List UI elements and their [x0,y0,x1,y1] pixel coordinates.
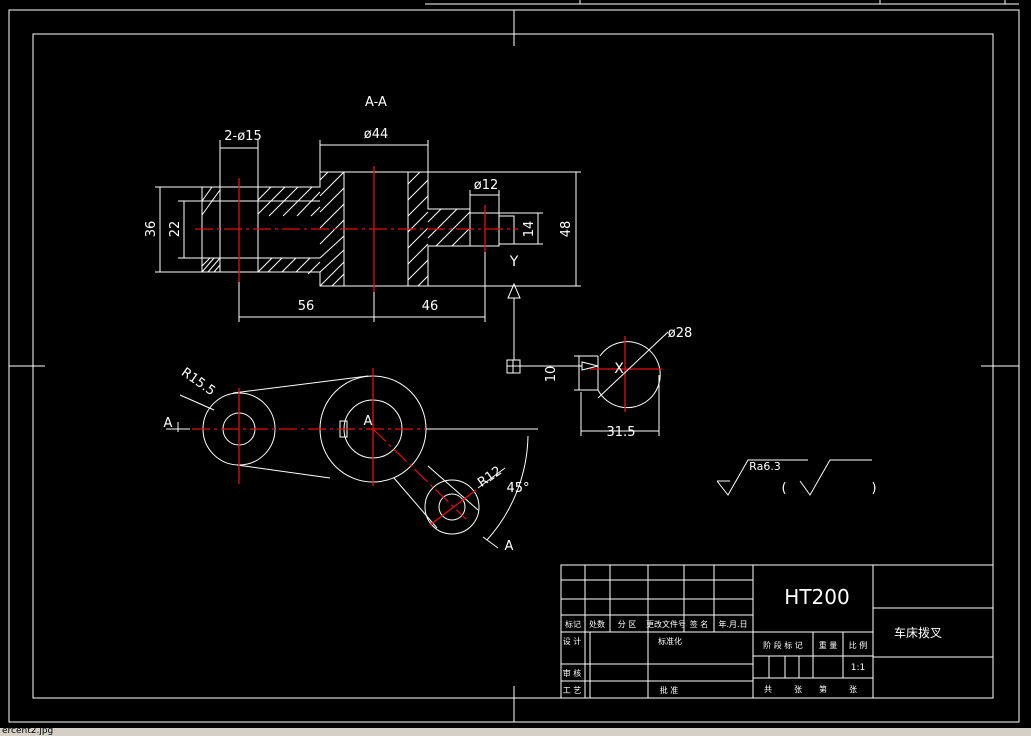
tb-scale-label: 比 例 [849,640,868,650]
tb-sheet-index: 第 [819,684,827,694]
tb-weight-label: 重 量 [819,640,838,650]
dim-detail-offset: 10 [544,366,559,383]
dim-length-right: 46 [422,299,439,314]
material-label: HT200 [784,585,849,609]
tb-row-label-3: 分 区 [618,620,637,629]
tb-sheet-unit-2: 张 [849,685,857,694]
section-title: A-A [365,95,387,110]
tb-row-label-1: 标记 [565,619,581,629]
dim-total-height: 48 [559,221,574,238]
tb-row-label-6: 年.月.日 [718,619,747,629]
angle-label: 45° [506,481,529,496]
section-marker-center: A [364,414,373,429]
section-marker-left: A [164,416,173,431]
front-view: R15.5 R12 45° A A A [164,365,538,554]
sheet-border [8,0,1020,723]
dim-small-hole-dia: ø12 [474,178,499,193]
status-text: ercent2.jpg [2,728,54,736]
status-bar: ercent2.jpg [0,728,1031,736]
tb-sheet-total: 共 [764,685,772,694]
dim-inner-height: 22 [168,221,183,238]
view-direction-arrow [506,282,582,374]
roughness-paren-open: ( [781,481,786,496]
title-block: HT200 车床拨叉 标记 处数 分 区 更改文件号 签 名 年.月.日 设 计… [560,564,994,699]
roughness-symbols: Ra6.3 ( ) [716,459,877,496]
tb-row-label-2: 处数 [589,619,605,629]
dim-detail-dia: ø28 [668,326,693,341]
dim-hub-dia: ø44 [364,127,389,142]
tb-row-label-4: 更改文件号 [646,619,686,629]
tb-review: 审 核 [563,668,582,678]
tb-scale-value: 1:1 [851,663,865,673]
section-view-aa: A-A [144,95,581,322]
roughness-value: Ra6.3 [749,460,781,473]
dim-holes-dia: 2-ø15 [224,129,261,144]
view-label-y: Y [509,254,519,270]
tb-designer: 设 计 [563,636,582,646]
tb-process: 工 艺 [563,686,582,695]
detail-view: X ø28 10 31.5 [544,326,692,440]
dim-detail-width: 31.5 [607,425,636,440]
dim-length-left: 56 [298,299,315,314]
front-outline [166,375,538,549]
front-centerlines [192,368,477,526]
dimension-lines [155,140,581,322]
tb-stage-label: 阶 段 标 记 [763,640,803,650]
dim-right-height: 14 [522,221,537,238]
section-marker-bottom: A [505,539,514,554]
dim-outer-height: 36 [144,221,159,238]
tb-sheet-unit-1: 张 [794,685,802,694]
detail-view-x-label: X [614,361,624,377]
tb-approve: 批 准 [660,685,679,695]
tb-row-label-5: 签 名 [690,619,709,629]
roughness-paren-close: ) [871,481,876,496]
part-name-label: 车床拨叉 [894,625,942,640]
tb-standardization: 标准化 [658,636,682,646]
arm-radius-left: R15.5 [178,365,218,399]
